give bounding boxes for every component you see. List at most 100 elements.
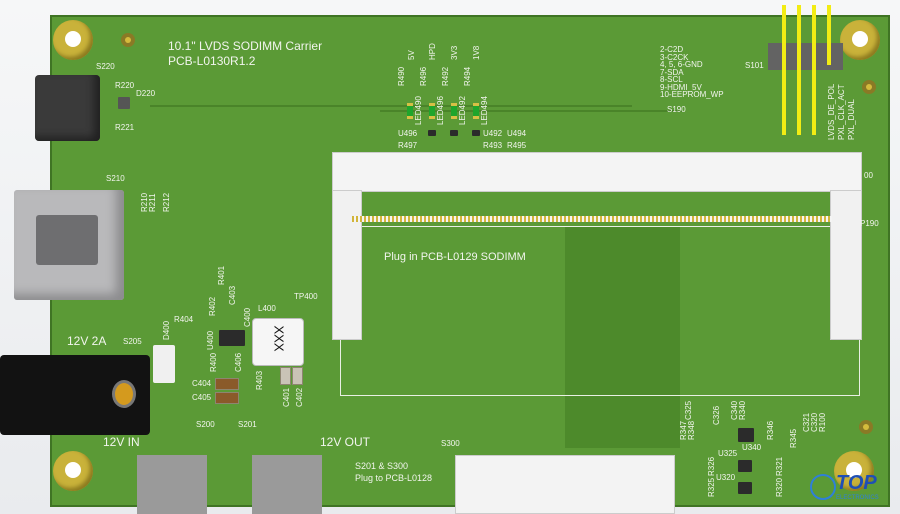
jumper-label: LVDS_DE_POL — [827, 83, 836, 140]
trace — [150, 105, 632, 107]
out-label: 12V OUT — [320, 435, 371, 449]
refdes: LED494 — [480, 96, 489, 125]
inductor-marking: XXX — [271, 325, 287, 352]
refdes: LED496 — [436, 96, 445, 125]
refdes: S101 — [745, 61, 764, 70]
refdes: U325 — [718, 449, 738, 458]
led-494 — [473, 103, 479, 119]
refdes: S200 — [196, 420, 215, 429]
mounting-hole — [53, 20, 93, 60]
refdes: S190 — [667, 105, 686, 114]
pcb-board — [50, 15, 890, 507]
refdes: LED492 — [458, 96, 467, 125]
in-label: 12V IN — [103, 435, 140, 449]
refdes: S300 — [441, 439, 460, 448]
led-492 — [451, 103, 457, 119]
refdes: U340 — [742, 443, 762, 452]
refdes: S210 — [106, 174, 125, 183]
pinout-line: 9-HDMI_5V — [660, 82, 702, 92]
refdes: R492 — [441, 66, 450, 86]
refdes: C406 — [234, 352, 243, 372]
ic-u496 — [428, 130, 436, 136]
led-label: 3V3 — [450, 45, 459, 60]
refdes: C405 — [192, 393, 212, 402]
connector-s200 — [137, 455, 207, 514]
diode-d400 — [153, 345, 175, 383]
led-label: HPD — [428, 43, 437, 60]
refdes: U400 — [206, 330, 215, 350]
refdes: R321 — [775, 456, 784, 476]
refdes: R490 — [397, 66, 406, 86]
refdes: U320 — [716, 473, 736, 482]
usb-connector — [35, 75, 100, 141]
refdes: D400 — [162, 320, 171, 340]
logo-subtext: ELECTRONICS — [836, 495, 879, 501]
board-part-number: PCB-L0130R1.2 — [168, 54, 256, 68]
refdes: TP400 — [294, 292, 318, 301]
hdmi-port — [36, 215, 98, 265]
refdes: R495 — [507, 141, 527, 150]
via — [121, 33, 135, 47]
capacitor-c404 — [215, 378, 239, 390]
refdes: R497 — [398, 141, 418, 150]
refdes: R212 — [162, 192, 171, 212]
led-label: 5V — [407, 50, 416, 60]
refdes: C402 — [295, 387, 304, 407]
refdes: R221 — [115, 123, 135, 132]
ic-d220 — [118, 97, 130, 109]
plug-note-1: S201 & S300 — [355, 461, 409, 471]
connector-s201 — [252, 455, 322, 514]
pinout-line: 8-SCL — [660, 75, 683, 84]
ic-u340 — [738, 428, 754, 442]
pinout-line: 4, 5, 6-GND — [660, 60, 703, 69]
refdes: C404 — [192, 379, 212, 388]
refdes: R326 — [707, 456, 716, 476]
logo-text: TOP — [836, 472, 877, 494]
trace-bus-area — [565, 226, 680, 448]
refdes: D220 — [136, 89, 156, 98]
sodimm-latch-left — [332, 190, 362, 340]
via — [859, 420, 873, 434]
mounting-hole — [840, 20, 880, 60]
top-electronics-logo: TOP ELECTRONICS — [810, 472, 898, 512]
header-pin — [782, 5, 786, 135]
refdes: R404 — [174, 315, 194, 324]
refdes: C403 — [228, 285, 237, 305]
refdes: R220 — [115, 81, 135, 90]
refdes: R494 — [463, 66, 472, 86]
dc-jack-pin — [112, 380, 136, 408]
refdes: 00 — [864, 171, 873, 180]
refdes: R403 — [255, 370, 264, 390]
refdes: R340 — [738, 400, 747, 420]
power-in-label: 12V 2A — [67, 334, 107, 348]
pinout-line: 3-C2CK — [660, 52, 689, 62]
refdes: U492 — [483, 129, 503, 138]
refdes: R493 — [483, 141, 503, 150]
capacitor-c401 — [280, 367, 291, 385]
logo-emblem-icon — [810, 474, 836, 500]
capacitor-c402 — [292, 367, 303, 385]
pinout-line: 10-EEPROM_WP — [660, 90, 724, 99]
jumper-label: PXL_DUAL — [847, 99, 856, 140]
refdes: R400 — [209, 352, 218, 372]
trace — [380, 110, 682, 112]
refdes: P190 — [860, 219, 879, 228]
refdes: C326 — [712, 405, 721, 425]
refdes: LED490 — [414, 96, 423, 125]
refdes: S201 — [238, 420, 257, 429]
refdes: S205 — [123, 337, 142, 346]
refdes: R402 — [208, 296, 217, 316]
refdes: C400 — [243, 307, 252, 327]
refdes: R346 — [766, 420, 775, 440]
jumper-label: PXL_CLK_ACT — [837, 84, 846, 140]
header-pin — [797, 5, 801, 135]
ic-u494 — [472, 130, 480, 136]
led-496 — [429, 103, 435, 119]
refdes: U496 — [398, 129, 418, 138]
sodimm-socket-top — [332, 152, 862, 192]
pinout-line: 7-SDA — [660, 67, 684, 77]
refdes: C401 — [282, 387, 291, 407]
connector-s300 — [455, 455, 675, 514]
sodimm-contacts — [352, 216, 832, 222]
capacitor-c405 — [215, 392, 239, 404]
